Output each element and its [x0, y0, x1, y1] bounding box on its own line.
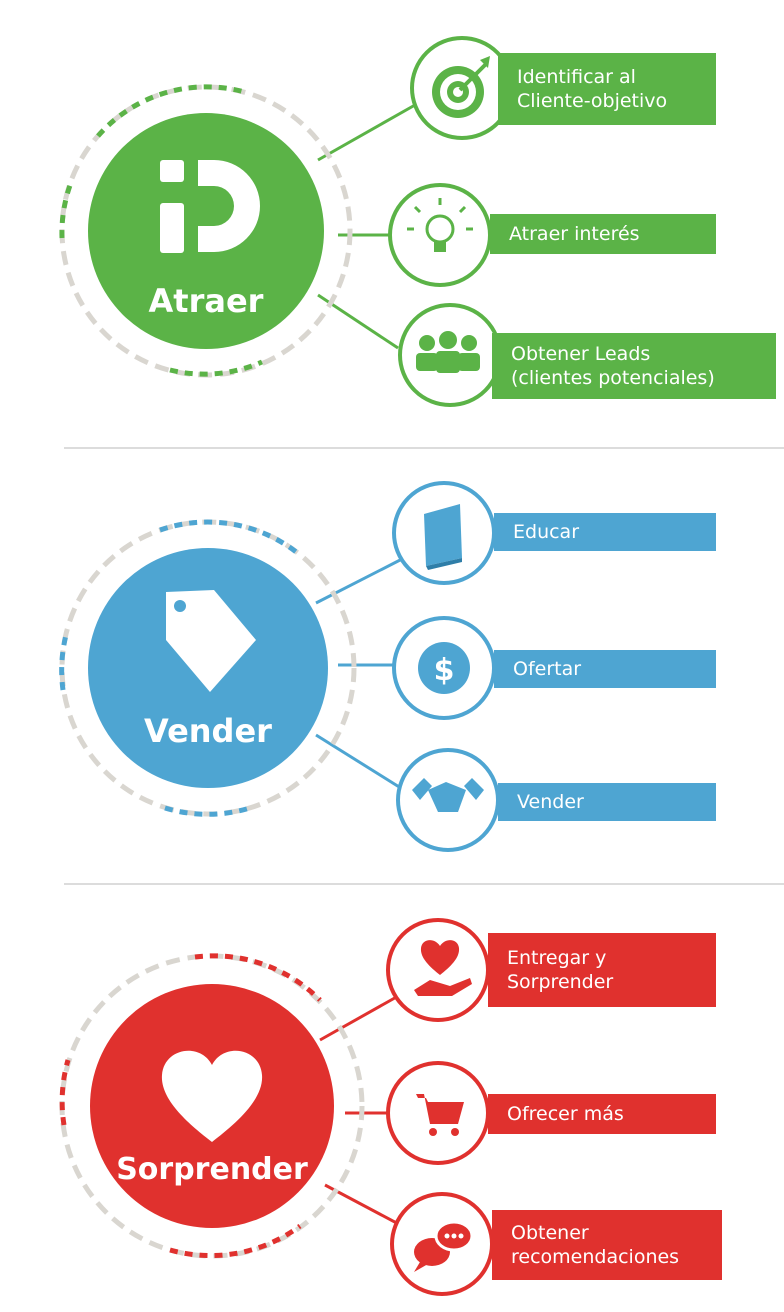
ring-accent [169, 359, 264, 377]
item-label-tag: Obtener Leads (clientes potenciales) [492, 333, 776, 399]
item-label-tag: Vender [498, 783, 716, 821]
connector-line [324, 1183, 407, 1230]
item-label-tag: Entregar y Sorprender [488, 933, 716, 1007]
connector-line [317, 103, 416, 162]
ring-accent [194, 953, 322, 1002]
item-label-tag: Educar [494, 513, 716, 551]
item-label: Obtener recomendaciones [511, 1222, 680, 1268]
item-label-tag: Ofrecer más [488, 1094, 716, 1134]
item-label-tag: Identificar al Cliente-objetivo [498, 53, 716, 125]
item-label: Vender [517, 791, 584, 813]
item-label: Obtener Leads (clientes potenciales) [511, 343, 715, 389]
item-label: Ofrecer más [507, 1103, 624, 1125]
hub-title-atraer: Atraer [148, 282, 264, 320]
lightbulb-icon [407, 198, 473, 252]
connector-line [315, 733, 405, 792]
dollar-badge-icon: $ [418, 642, 470, 694]
ring-accent [59, 634, 69, 691]
section-atraer [59, 36, 514, 407]
hub-title-sorprender: Sorprender [116, 1152, 308, 1187]
connector-line [315, 556, 405, 605]
ring-accent [169, 1223, 302, 1259]
handshake-icon [412, 778, 484, 812]
magnet-icon [160, 160, 260, 253]
price-tag-icon [166, 590, 256, 692]
heart-hand-icon [414, 940, 472, 996]
item-label-tag: Obtener recomendaciones [492, 1210, 722, 1280]
section-vender: $ [59, 481, 500, 852]
ring-accent [159, 519, 302, 557]
item-label: Ofertar [513, 658, 582, 680]
item-label-tag: Atraer interés [490, 214, 716, 254]
ring-accent [164, 805, 251, 817]
book-icon [424, 504, 462, 570]
item-label: Atraer interés [509, 223, 640, 245]
target-icon [432, 56, 490, 118]
item-label: Entregar y Sorprender [507, 947, 614, 993]
section-sorprender [59, 918, 494, 1296]
item-label: Identificar al Cliente-objetivo [517, 66, 668, 112]
shopping-cart-icon [416, 1094, 464, 1136]
item-label-tag: Ofertar [494, 650, 716, 688]
connector-line [319, 993, 401, 1042]
ring-accent [96, 84, 249, 138]
people-icon [416, 331, 480, 373]
heart-icon [161, 1050, 263, 1142]
ring-accent [59, 1059, 71, 1126]
svg-text:$: $ [434, 653, 455, 688]
hub-title-vender: Vender [144, 712, 272, 750]
ring-accent [59, 179, 75, 239]
chat-bubbles-icon [414, 1220, 474, 1272]
item-label: Educar [513, 521, 580, 543]
